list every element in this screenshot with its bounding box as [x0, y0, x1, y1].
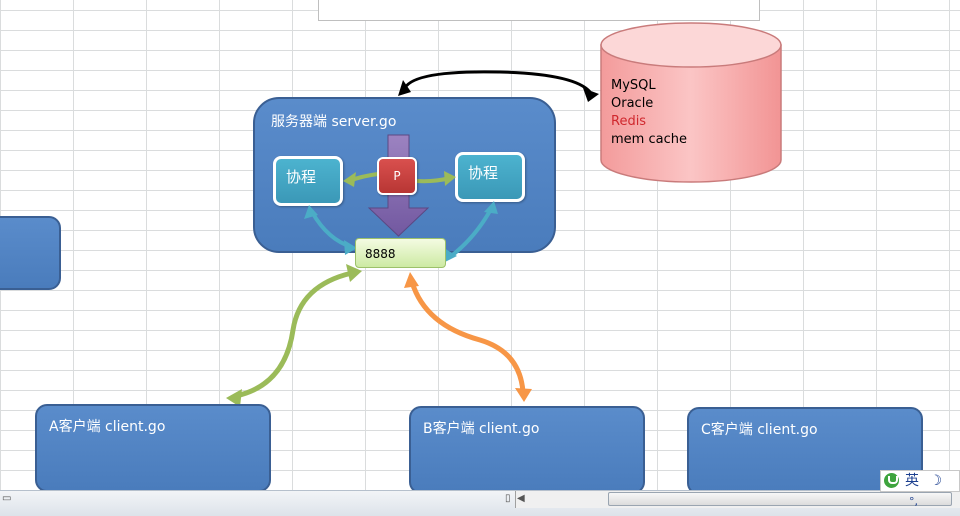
- db-item-mysql: MySQL: [611, 78, 656, 93]
- scrollbar-thumb[interactable]: [608, 492, 952, 506]
- green-arrow-left: [343, 172, 379, 187]
- port-label: 8888: [365, 247, 396, 261]
- teal-arrow-left: [304, 205, 357, 255]
- client-b-box: B客户端 client.go: [409, 406, 645, 494]
- sheet-nav-icon[interactable]: ▭: [2, 493, 12, 504]
- db-item-oracle: Oracle: [611, 96, 654, 111]
- client-a-label: A客户端 client.go: [49, 419, 166, 435]
- green-client-a-arrow: [226, 264, 362, 407]
- port-box: 8888: [355, 238, 446, 268]
- db-item-redis: Redis: [611, 114, 647, 129]
- coroutine-right: 协程: [455, 152, 525, 202]
- orange-client-b-arrow: [404, 272, 532, 402]
- coroutine-left-label: 协程: [286, 168, 317, 186]
- client-a-box: A客户端 client.go: [35, 404, 271, 492]
- ime-logo-icon: [884, 473, 899, 488]
- top-shape: [318, 0, 760, 21]
- coroutine-right-label: 协程: [468, 164, 499, 182]
- ime-language-label[interactable]: 英: [905, 473, 919, 489]
- database-list: MySQL Oracle Redis mem cache: [611, 77, 687, 149]
- processor-label: P: [393, 169, 401, 183]
- database-cylinder: [600, 22, 782, 183]
- sheet-splitter-icon[interactable]: ▯: [505, 493, 511, 504]
- coroutine-left: 协程: [273, 156, 343, 206]
- left-partial-box: [0, 216, 61, 290]
- black-db-arrow: [398, 70, 599, 102]
- moon-icon[interactable]: ☽: [929, 473, 943, 489]
- teal-arrow-right: [444, 201, 498, 262]
- green-arrow-right: [416, 171, 456, 186]
- processor-box: P: [377, 157, 417, 195]
- db-item-memcache: mem cache: [611, 132, 687, 147]
- server-title: 服务器端 server.go: [271, 114, 397, 130]
- scroll-left-icon[interactable]: ◀: [517, 493, 525, 504]
- punctuation-icon[interactable]: °,: [909, 495, 918, 508]
- client-b-label: B客户端 client.go: [423, 421, 540, 437]
- client-c-label: C客户端 client.go: [701, 422, 818, 438]
